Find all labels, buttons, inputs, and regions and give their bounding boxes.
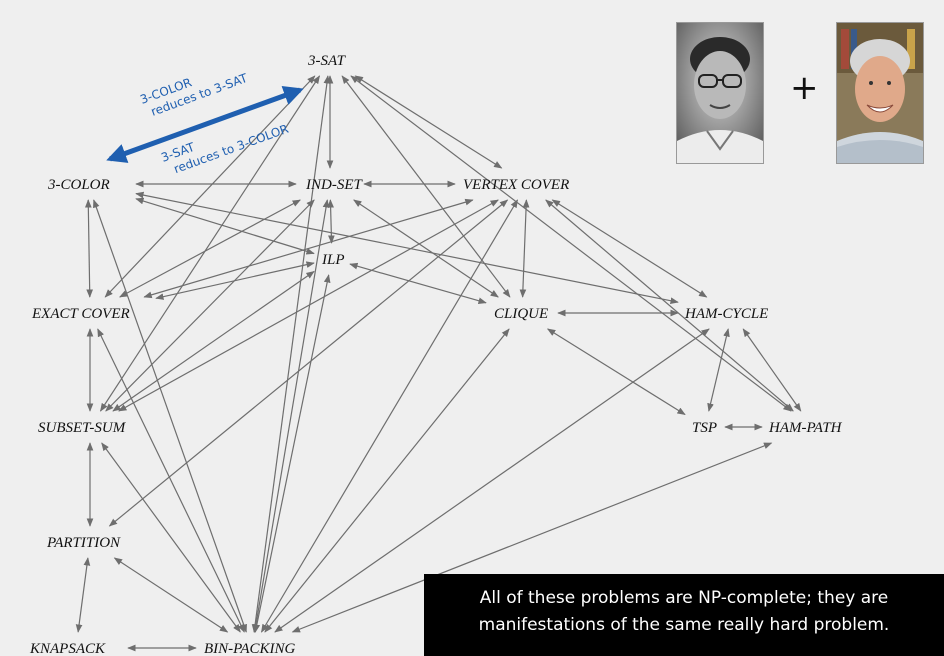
reduction-edge-ilp-clique (349, 262, 487, 304)
reduction-edge-color-bin (93, 199, 247, 633)
node-ind-set: IND-SET (305, 177, 363, 193)
node-tsp: TSP (692, 420, 717, 436)
reduction-edge-hamcycle-tsp (707, 328, 730, 412)
node-subset-sum: SUBSET-SUM (38, 420, 127, 436)
reduction-edge-partition-knapsack (75, 557, 91, 633)
reduction-edge-clique-tsp (546, 328, 686, 416)
node-partition: PARTITION (46, 535, 121, 551)
callout-line1: All of these problems are NP-complete; t… (479, 588, 889, 608)
node-clique: CLIQUE (494, 306, 548, 322)
node-vertex-cover: VERTEX COVER (463, 177, 569, 193)
callout-line2: manifestations of the same really hard p… (478, 615, 890, 635)
node-bin-packing: BIN-PACKING (204, 641, 296, 656)
node-ham-cycle: HAM-CYCLE (684, 306, 768, 322)
node-ham-path: HAM-PATH (768, 420, 843, 436)
reduction-edge-vcover-hamcycle (551, 199, 708, 298)
reduction-edge-color-hamcycle (135, 191, 679, 305)
reduction-edge-indset-ilp (327, 199, 335, 244)
node-knapsack: KNAPSACK (29, 641, 106, 656)
nodes-layer: 3-SAT 3-COLOR IND-SET VERTEX COVER ILP E… (29, 53, 843, 656)
reduction-edge-partition-bin (113, 557, 229, 633)
reduction-edge-exact-bin (97, 328, 245, 633)
portrait-photo-right (836, 22, 924, 164)
bidirectional-reduction-arrow (106, 86, 304, 163)
portrait-photo-left (676, 22, 764, 164)
reduction-edge-indset-subset (105, 199, 315, 412)
np-complete-callout: All of these problems are NP-complete; t… (424, 574, 944, 656)
reduction-edge-ilp-exact (155, 261, 315, 300)
node-3-sat: 3-SAT (307, 53, 347, 69)
node-ilp: ILP (321, 252, 345, 268)
node-3-color: 3-COLOR (47, 177, 110, 193)
plus-sign: + (790, 68, 819, 108)
reduction-annotation: 3-COLOR reduces to 3-SAT 3-SAT reduces t… (106, 71, 304, 176)
node-exact-cover: EXACT COVER (31, 306, 130, 322)
reduction-edge-color-exact (84, 199, 94, 298)
reduction-edge-hampath-bin (291, 442, 773, 633)
reduction-edge-indset-clique (353, 199, 499, 298)
edges-layer (75, 75, 802, 652)
reduction-edge-vcover-clique (519, 199, 530, 298)
reduction-edge-hamcycle-hampath (742, 328, 802, 412)
reduction-edge-vcover-subset (118, 199, 499, 412)
reduction-edge-sat-exact (104, 75, 316, 298)
reduction-edge-vcover-exact (143, 198, 474, 299)
reduction-edge-subset-bin (101, 442, 241, 633)
reduction-edge-indset-exact (119, 199, 301, 298)
